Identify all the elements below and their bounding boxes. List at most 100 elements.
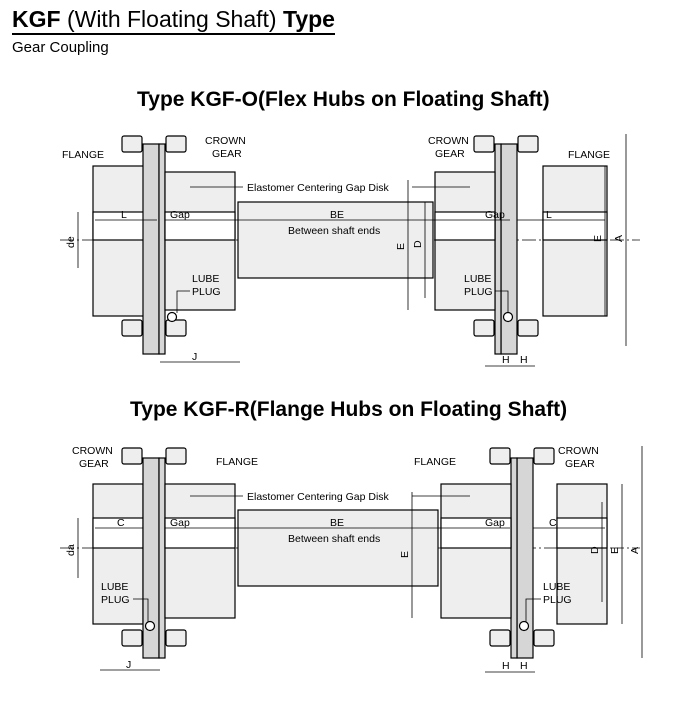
label-crown-right-1: CROWN — [558, 445, 599, 457]
label-flange-right: FLANGE — [568, 149, 610, 161]
label-flange-right: FLANGE — [414, 456, 456, 468]
sleeve-bore-left — [164, 211, 236, 241]
dim-h-2: H — [520, 660, 528, 672]
bolt-head-left-bottom — [121, 629, 143, 647]
lube-plug-right — [502, 311, 514, 323]
dim-e-right: E — [592, 235, 604, 242]
dim-bore: de — [65, 236, 77, 248]
title-model: KGF — [12, 6, 61, 32]
label-flange-left: FLANGE — [216, 456, 258, 468]
label-crown-right-2: GEAR — [565, 458, 595, 470]
flange-right-face — [494, 143, 502, 355]
label-between: Between shaft ends — [288, 225, 380, 237]
dim-l-right: L — [546, 209, 552, 221]
label-lube-left-2: PLUG — [101, 594, 130, 606]
dim-bore: da — [65, 544, 77, 556]
nut-right-top — [473, 135, 495, 153]
leader-lube-right — [525, 598, 541, 622]
diagram-kgf-r: CROWN GEAR FLANGE FLANGE CROWN GEAR Elas… — [60, 445, 643, 673]
dim-l-left: L — [121, 209, 127, 221]
lube-plug-left — [166, 311, 178, 323]
label-gap-disk: Elastomer Centering Gap Disk — [247, 182, 390, 194]
dim-h-2: H — [520, 354, 528, 366]
bolt-head-right-bottom — [517, 319, 539, 337]
dim-d-mid: D — [412, 240, 424, 248]
dim-gap-left: Gap — [170, 517, 190, 529]
dim-h-1: H — [502, 660, 510, 672]
flange-left — [142, 143, 160, 355]
dim-gap-left: Gap — [170, 209, 190, 221]
dim-a-right: A — [629, 547, 641, 554]
lube-plug-left — [144, 620, 156, 632]
label-lube-right-2: PLUG — [543, 594, 572, 606]
label-lube-left-1: LUBE — [101, 581, 128, 593]
floating-shaft — [237, 509, 439, 587]
dim-gap-right: Gap — [485, 209, 505, 221]
label-crown-right-1: CROWN — [428, 135, 469, 147]
label-crown-left-1: CROWN — [205, 135, 246, 147]
bolt-head-right-top — [533, 447, 555, 465]
bolt-head-left-top — [121, 135, 143, 153]
label-flange-left: FLANGE — [62, 149, 104, 161]
dim-c-left: C — [117, 517, 125, 529]
hub-bore-right — [542, 211, 608, 241]
dim-e-right: E — [609, 547, 621, 554]
dim-h-1: H — [502, 354, 510, 366]
label-crown-right-2: GEAR — [435, 148, 465, 160]
bolt-head-right-bottom — [533, 629, 555, 647]
nut-left-bottom — [165, 629, 187, 647]
dim-e-mid: E — [395, 243, 407, 250]
nut-right-bottom — [473, 319, 495, 337]
page-subtitle: Gear Coupling — [12, 39, 109, 56]
dim-be: BE — [330, 209, 344, 221]
dim-j: J — [192, 351, 197, 363]
bolt-head-left-top — [121, 447, 143, 465]
label-lube-left-1: LUBE — [192, 273, 219, 285]
leader-lube-left — [176, 290, 190, 313]
floating-shaft — [237, 201, 434, 279]
dim-a-right: A — [613, 235, 625, 242]
flex-hub-right — [542, 165, 608, 317]
label-lube-right-1: LUBE — [464, 273, 491, 285]
crown-gear-hub-right — [440, 483, 512, 619]
leader-lube-left — [133, 598, 149, 622]
leader-lube-right — [495, 290, 509, 313]
crown-gear-hub-left — [164, 483, 236, 619]
page-header: KGF (With Floating Shaft) Type Gear Coup… — [12, 6, 335, 56]
label-lube-right-1: LUBE — [543, 581, 570, 593]
label-crown-left-1: CROWN — [72, 445, 113, 457]
page-title: KGF (With Floating Shaft) Type — [12, 6, 335, 35]
diagram-title-kgf-r: Type KGF-R(Flange Hubs on Floating Shaft… — [130, 398, 568, 421]
diagram-title-kgf-o: Type KGF-O(Flex Hubs on Floating Shaft) — [137, 88, 550, 111]
dim-gap-right: Gap — [485, 517, 505, 529]
diagram-kgf-o: FLANGE CROWN GEAR CROWN GEAR FLANGE Elas… — [60, 134, 640, 367]
hub-bore-right — [556, 517, 608, 549]
label-gap-disk: Elastomer Centering Gap Disk — [247, 491, 390, 503]
nut-right-top — [489, 447, 511, 465]
dim-e-mid: E — [399, 551, 411, 558]
flange-left-face — [158, 457, 166, 659]
label-crown-left-2: GEAR — [212, 148, 242, 160]
title-description: (With Floating Shaft) — [60, 6, 283, 32]
label-lube-left-2: PLUG — [192, 286, 221, 298]
bolt-head-left-bottom — [121, 319, 143, 337]
sleeve-bore-right — [434, 211, 496, 241]
dim-d-right: D — [589, 546, 601, 554]
lube-plug-right — [518, 620, 530, 632]
title-type: Type — [282, 6, 335, 32]
label-between: Between shaft ends — [288, 533, 380, 545]
dim-c-right: C — [549, 517, 557, 529]
label-crown-left-2: GEAR — [79, 458, 109, 470]
sleeve-bore-right — [440, 517, 512, 549]
crown-gear-sleeve-right — [434, 171, 496, 311]
nut-left-top — [165, 447, 187, 465]
flange-right-face — [510, 457, 518, 659]
nut-left-top — [165, 135, 187, 153]
nut-right-bottom — [489, 629, 511, 647]
sleeve-bore-left — [164, 517, 236, 549]
bolt-head-right-top — [517, 135, 539, 153]
label-lube-right-2: PLUG — [464, 286, 493, 298]
nut-left-bottom — [165, 319, 187, 337]
flange-hub-right — [556, 483, 608, 625]
flange-right — [500, 143, 518, 355]
